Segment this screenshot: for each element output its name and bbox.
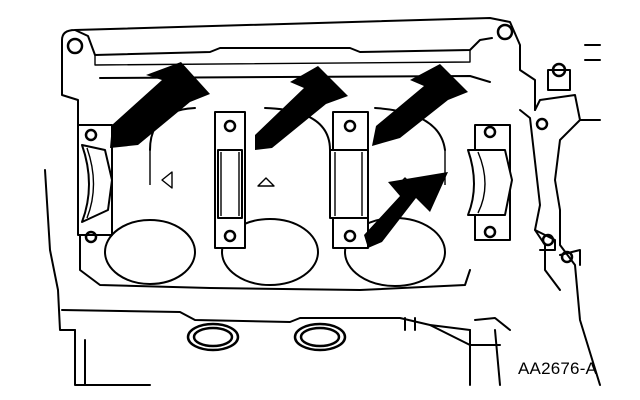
block-upper-outline <box>61 17 536 126</box>
arrows <box>110 62 468 248</box>
arrow-3 <box>372 64 468 146</box>
bearing-cap-2 <box>214 111 246 249</box>
arrow-2 <box>255 66 348 150</box>
cylinder-bores-upper <box>149 107 446 185</box>
block-lower-outline <box>44 169 501 386</box>
oil-rings <box>186 317 511 352</box>
bearing-cap-4 <box>467 124 513 241</box>
block-markers <box>161 171 414 189</box>
arrow-4 <box>364 172 448 248</box>
bearing-cap-3 <box>329 111 369 249</box>
block-right-side <box>519 44 601 386</box>
figure-id-label: AA2676-A <box>518 359 598 378</box>
arrow-1 <box>110 62 210 148</box>
bearing-cap-1 <box>77 124 113 244</box>
cylinder-bores-lower <box>104 217 446 287</box>
